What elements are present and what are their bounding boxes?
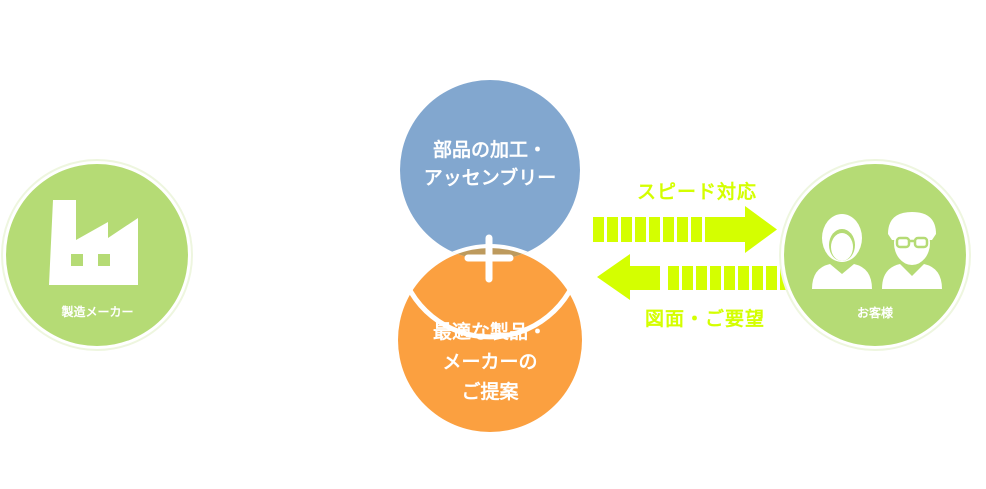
arrow-right-icon (593, 206, 777, 253)
proposal-line-2: メーカーの (442, 351, 538, 373)
proposal-circle (398, 248, 582, 432)
processing-line-2: アッセンブリー (423, 167, 557, 189)
customers-icon (812, 212, 942, 289)
proposal-label: 最適な製品・ メーカーの ご提案 (410, 317, 570, 407)
customer-label: お客様 (856, 306, 893, 320)
proposal-line-3: ご提案 (461, 381, 519, 403)
processing-line-1: 部品の加工・ (432, 139, 547, 161)
arrow-left-icon (597, 254, 786, 300)
processing-circle (400, 80, 580, 260)
manufacturer-node (1, 159, 193, 351)
drawings-requests-label: 図面・ご要望 (645, 308, 766, 330)
manufacturer-label: 製造メーカー (61, 305, 134, 319)
customer-node (779, 159, 971, 351)
plus-icon (464, 234, 514, 283)
processing-label: 部品の加工・ アッセンブリー (410, 136, 570, 192)
customer-circle (784, 164, 966, 346)
speed-response-label: スピード対応 (637, 181, 758, 203)
proposal-line-1: 最適な製品・ (432, 321, 547, 343)
